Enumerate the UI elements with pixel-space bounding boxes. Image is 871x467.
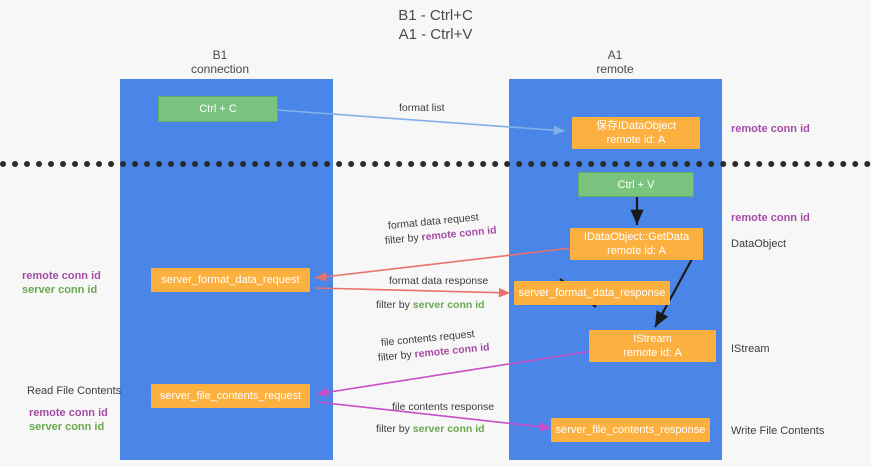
label-right-remote-conn-id-mid: remote conn id (731, 212, 810, 224)
box-getdata[interactable]: IDataObject::GetData remote id: A (570, 228, 703, 260)
label-filter-prefix-3: filter by (377, 348, 416, 364)
section-divider (0, 161, 871, 167)
label-format-data-response-filter: filter by server conn id (376, 298, 485, 312)
label-right-dataobject: DataObject (731, 238, 787, 250)
label-format-data-response: format data response (389, 275, 489, 287)
box-server-format-data-response[interactable]: server_format_data_response (514, 281, 670, 305)
label-file-contents-response: file contents response (392, 401, 495, 413)
box-server-format-data-request-label: server_format_data_request (161, 274, 300, 286)
box-server-format-data-request[interactable]: server_format_data_request (151, 268, 310, 292)
box-server-file-contents-response[interactable]: server_file_contents_response (551, 418, 710, 442)
box-ctrl-c[interactable]: Ctrl + C (158, 96, 278, 122)
page-title-line-1: B1 - Ctrl+C (398, 7, 473, 24)
label-filter-prefix-1: filter by (384, 231, 423, 247)
label-left-server-conn-id: server conn id (22, 284, 98, 296)
column-header-a1-sub: remote (596, 62, 634, 76)
box-save-dataobject-line-2: remote id: A (606, 134, 666, 146)
box-getdata-line-2: remote id: A (607, 245, 666, 257)
page-title-line-2: A1 - Ctrl+V (398, 26, 473, 43)
box-save-dataobject-line-1: 保存IDataObject (595, 120, 677, 132)
label-filter-prefix-4: filter by (376, 423, 413, 435)
column-header-a1: A1 remote (545, 48, 685, 76)
box-ctrl-v[interactable]: Ctrl + V (578, 172, 694, 197)
label-format-list: format list (399, 102, 445, 114)
label-file-contents-response-filter: filter by server conn id (376, 422, 485, 436)
box-server-file-contents-request-label: server_file_contents_request (159, 390, 302, 402)
label-left-read-file-contents: Read File Contents (27, 385, 122, 397)
label-right-remote-conn-id-top: remote conn id (731, 123, 810, 135)
label-filter-key-server-2: server conn id (412, 423, 485, 435)
label-left-remote-conn-id: remote conn id (22, 270, 101, 282)
label-filter-key-server-1: server conn id (412, 299, 485, 311)
column-header-b1: B1 connection (150, 48, 290, 76)
box-ctrl-c-label: Ctrl + C (199, 103, 237, 115)
box-server-format-data-response-label: server_format_data_response (518, 287, 666, 299)
box-istream-line-2: remote id: A (623, 347, 682, 359)
box-istream[interactable]: IStream remote id: A (589, 330, 716, 362)
column-header-a1-name: A1 (607, 48, 623, 62)
column-header-b1-sub: connection (190, 62, 250, 76)
box-server-file-contents-request[interactable]: server_file_contents_request (151, 384, 310, 408)
label-right-write-file-contents: Write File Contents (731, 425, 825, 437)
label-right-istream: IStream (731, 343, 770, 355)
label-left-remote-conn-id-2: remote conn id (29, 407, 108, 419)
column-header-b1-name: B1 (212, 48, 228, 62)
page-title: B1 - Ctrl+C A1 - Ctrl+V (0, 6, 871, 44)
box-save-dataobject[interactable]: 保存IDataObject remote id: A (572, 117, 700, 149)
label-filter-prefix-2: filter by (376, 299, 413, 311)
label-left-server-conn-id-2: server conn id (29, 421, 105, 433)
box-server-file-contents-response-label: server_file_contents_response (555, 424, 706, 436)
arrow-format-data-response (314, 287, 511, 298)
box-getdata-line-1: IDataObject::GetData (583, 231, 690, 243)
box-ctrl-v-label: Ctrl + V (617, 178, 655, 191)
box-istream-line-1: IStream (633, 333, 672, 345)
